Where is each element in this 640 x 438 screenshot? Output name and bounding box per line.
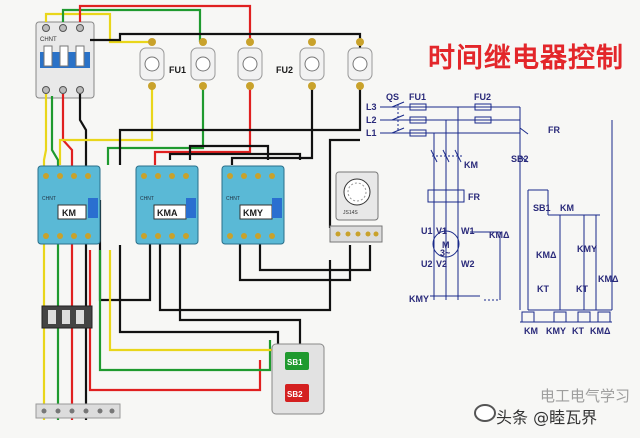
line-l2-label: L2: [366, 115, 377, 125]
kmy-main-label: KMY: [409, 294, 429, 304]
kt-b-label: KT: [576, 284, 588, 294]
coil-kmy-label: KMY: [546, 326, 566, 336]
timer-model: JS14S: [343, 210, 358, 216]
push-button-box: SB1 SB2: [271, 343, 325, 415]
fr-control-label: FR: [548, 125, 560, 135]
motor-phase: 3~: [440, 248, 450, 258]
watermark-source: 头条 @睦瓦界: [496, 408, 598, 427]
kt-a-label: KT: [537, 284, 549, 294]
coil-km-delta-label: KMΔ: [590, 326, 611, 336]
motor-m: M: [442, 240, 450, 250]
watermark-logo-icon: [474, 404, 496, 422]
motor-w2: W2: [461, 259, 475, 269]
circuit-breaker: CHNT: [35, 21, 95, 99]
fuse-group-fu1: FU1: [139, 38, 263, 90]
fuse-group-fu2: FU2: [276, 38, 373, 90]
contactor-kmy-label: KMY: [243, 208, 263, 218]
motor-u2: U2: [421, 259, 433, 269]
sb1-button-label: SB1: [287, 358, 303, 367]
line-l3-label: L3: [366, 102, 377, 112]
contactor-kma: KMA CHNT: [135, 165, 199, 245]
km-delta-nc-label: KMΔ: [536, 250, 557, 260]
motor-w1: W1: [461, 226, 475, 236]
sb2-schematic-label: SB2: [511, 154, 529, 164]
contactor-kma-label: KMA: [157, 208, 178, 218]
terminal-block: [35, 403, 121, 419]
km-main-label: KM: [464, 160, 478, 170]
line-l1-label: L1: [366, 128, 377, 138]
thermal-relay: [41, 305, 93, 329]
fu1-label: FU1: [169, 65, 186, 75]
contactor-kma-brand: CHNT: [140, 196, 154, 202]
kmy-nc-label: KMY: [577, 244, 597, 254]
time-relay: JS14S: [329, 171, 383, 243]
coil-km-label: KM: [524, 326, 538, 336]
km-delta-hold-label: KMΔ: [598, 274, 619, 284]
contactor-kmy: KMY CHNT: [221, 165, 285, 245]
contactor-km-label: KM: [62, 208, 76, 218]
km-hold-label: KM: [560, 203, 574, 213]
sb1-schematic-label: SB1: [533, 203, 551, 213]
schematic: [380, 101, 613, 323]
diagram-title: 时间继电器控制: [428, 43, 624, 74]
schematic-fu2-label: FU2: [474, 92, 491, 102]
breaker-brand: CHNT: [40, 37, 57, 43]
motor-v2: V2: [436, 259, 447, 269]
fr-main-label: FR: [468, 192, 480, 202]
contactor-km: KM CHNT: [37, 165, 101, 245]
motor-u1: U1: [421, 226, 433, 236]
main-wires: [42, 4, 372, 420]
km-delta-main-label: KMΔ: [489, 230, 510, 240]
watermark-overlay: 电工电气学习: [540, 387, 631, 405]
sb2-button-label: SB2: [287, 390, 303, 399]
coil-kt-label: KT: [572, 326, 584, 336]
schematic-labels: L3 L2 L1 QS FU1 FU2 FR SB2 KM FR SB1 KM …: [366, 92, 619, 336]
contactor-km-brand: CHNT: [42, 196, 56, 202]
fu2-label: FU2: [276, 65, 293, 75]
motor-v1: V1: [436, 226, 447, 236]
qs-label: QS: [386, 92, 399, 102]
schematic-fu1-label: FU1: [409, 92, 426, 102]
contactor-kmy-brand: CHNT: [226, 196, 240, 202]
